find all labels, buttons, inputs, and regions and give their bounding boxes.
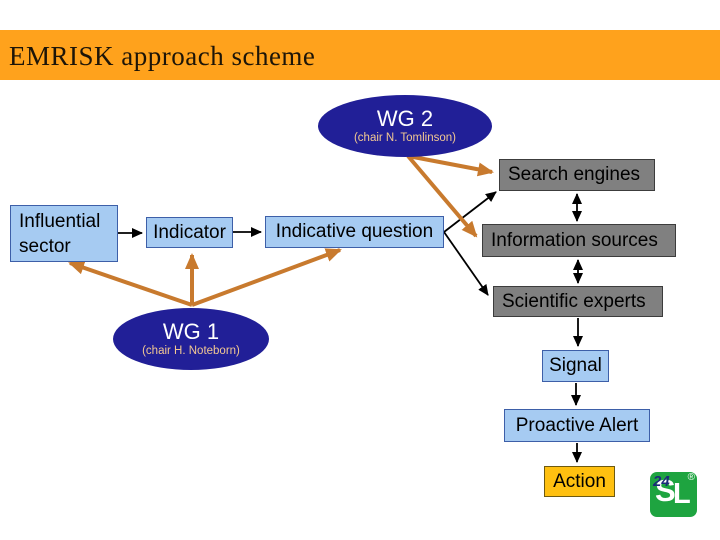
slide-title: EMRISK approach scheme	[9, 41, 316, 71]
title-bar: EMRISK approach scheme	[0, 30, 720, 80]
arrow-wg1-to-influential-sector	[68, 260, 193, 307]
logo-registered-icon: ®	[687, 472, 695, 483]
wg2-chair-label: (chair N. Tomlinson)	[353, 132, 457, 145]
logo-number-24: 24	[653, 473, 670, 490]
arrow-question-to-search-engines	[443, 191, 497, 233]
node-information-sources: Information sources	[482, 224, 676, 257]
node-proactive-alert: Proactive Alert	[504, 409, 650, 442]
node-wg2: WG 2 (chair N. Tomlinson)	[318, 95, 492, 157]
wg1-chair-label: (chair H. Noteborn)	[142, 345, 240, 358]
logo-letter-s: S	[655, 473, 676, 508]
arrow-wg2-to-search-engines	[407, 154, 494, 177]
node-indicator: Indicator	[146, 217, 233, 248]
node-search-engines: Search engines	[499, 159, 655, 191]
logo-letter-l: L	[673, 478, 691, 510]
node-influential-sector: Influential sector	[10, 205, 118, 262]
node-signal: Signal	[542, 350, 609, 382]
arrow-wg1-to-indicative-question	[191, 248, 342, 307]
node-indicative-question: Indicative question	[265, 216, 444, 248]
node-scientific-experts: Scientific experts	[493, 286, 663, 317]
wg1-label: WG 1	[162, 319, 220, 345]
sl24-logo: S L 24 ®	[650, 472, 697, 517]
node-action: Action	[544, 466, 615, 497]
wg2-label: WG 2	[376, 106, 434, 132]
arrow-question-to-scientific-experts	[443, 231, 489, 296]
arrow-wg2-to-information-sources	[406, 154, 478, 238]
node-wg1: WG 1 (chair H. Noteborn)	[113, 308, 269, 370]
